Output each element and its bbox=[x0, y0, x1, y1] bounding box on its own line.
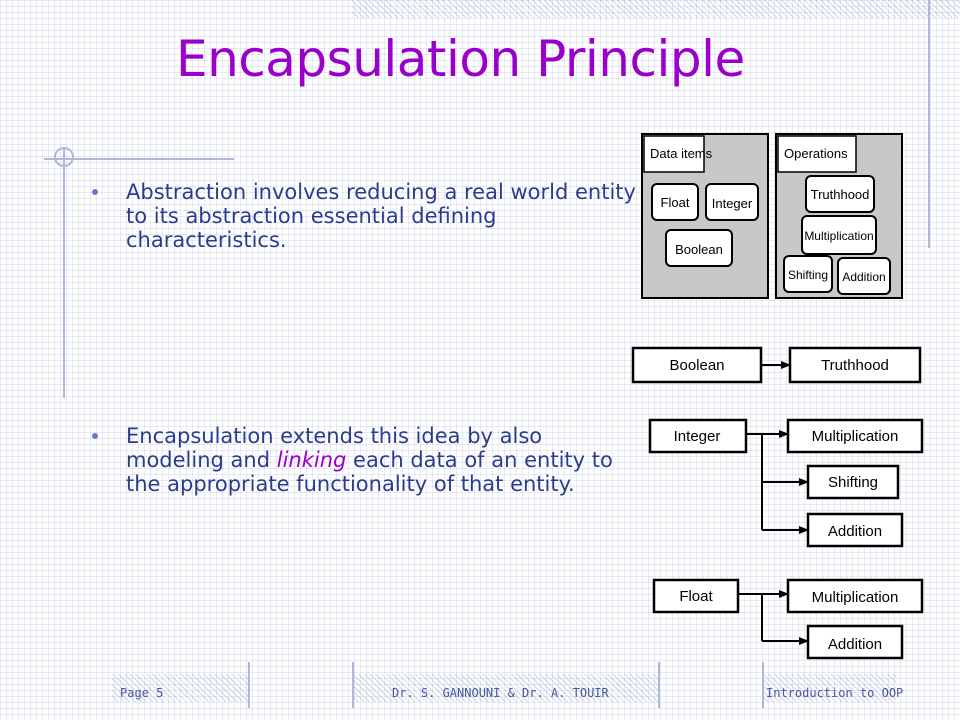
link-integer-target-addition: Addition bbox=[828, 523, 882, 540]
footer-hatch-right bbox=[762, 674, 896, 702]
link-boolean-target-truthhood: Truthhood bbox=[821, 357, 889, 374]
footer: Page 5 Dr. S. GANNOUNI & Dr. A. TOUIR In… bbox=[0, 662, 960, 700]
bullet-dot bbox=[92, 189, 98, 195]
top-hatch-band bbox=[352, 0, 960, 18]
data-items-title: Data items bbox=[650, 146, 713, 161]
bullet-encapsulation-text-1: Encapsulation extends this idea by also … bbox=[126, 424, 543, 472]
corner-circle bbox=[54, 147, 74, 167]
bullet-abstraction-text: Abstraction involves reducing a real wor… bbox=[126, 180, 636, 252]
data-item-integer: Integer bbox=[712, 196, 753, 211]
footer-hatch-left bbox=[112, 674, 248, 702]
footer-authors: Dr. S. GANNOUNI & Dr. A. TOUIR bbox=[392, 686, 609, 700]
bullet-encapsulation-text-2: each data of an entity to the appropriat… bbox=[126, 448, 613, 496]
data-item-float: Float bbox=[661, 195, 690, 210]
operations-box: Operations Truthhood Multiplication Shif… bbox=[775, 133, 903, 299]
link-integer: Integer Multiplication Shifting Addition bbox=[648, 418, 924, 548]
data-item-boolean: Boolean bbox=[675, 242, 723, 257]
vertical-rule-right bbox=[928, 0, 930, 248]
page-title: Encapsulation Principle bbox=[176, 30, 745, 88]
link-integer-source: Integer bbox=[674, 428, 721, 445]
vertical-rule-left bbox=[63, 148, 65, 398]
operations-title: Operations bbox=[784, 146, 848, 161]
link-float-target-addition: Addition bbox=[828, 636, 882, 653]
op-multiplication: Multiplication bbox=[804, 229, 873, 243]
bullet-abstraction: Abstraction involves reducing a real wor… bbox=[92, 180, 646, 252]
footer-page-number: Page 5 bbox=[120, 686, 164, 700]
data-items-box: Data items Float Integer Boolean bbox=[641, 133, 769, 299]
bullet-encapsulation: Encapsulation extends this idea by also … bbox=[92, 424, 646, 496]
linking-emphasis: linking bbox=[276, 448, 347, 472]
link-float-target-multiplication: Multiplication bbox=[812, 589, 899, 606]
bullet-dot bbox=[92, 433, 98, 439]
footer-divider-2 bbox=[352, 662, 354, 708]
footer-divider-4 bbox=[762, 662, 764, 708]
link-integer-target-multiplication: Multiplication bbox=[812, 428, 899, 445]
link-float-source: Float bbox=[679, 588, 713, 605]
link-integer-target-shifting: Shifting bbox=[828, 474, 878, 491]
footer-hatch-center bbox=[352, 674, 658, 702]
op-truthhood: Truthhood bbox=[811, 187, 870, 202]
footer-course: Introduction to OOP bbox=[766, 686, 904, 700]
footer-divider-3 bbox=[658, 662, 660, 708]
link-float: Float Multiplication Addition bbox=[652, 578, 924, 660]
footer-divider-1 bbox=[248, 662, 250, 708]
op-addition: Addition bbox=[842, 270, 885, 284]
link-boolean-source: Boolean bbox=[669, 357, 724, 374]
link-boolean: Boolean Truthhood bbox=[631, 346, 922, 384]
horizontal-rule-left bbox=[44, 158, 234, 160]
op-shifting: Shifting bbox=[788, 268, 828, 282]
